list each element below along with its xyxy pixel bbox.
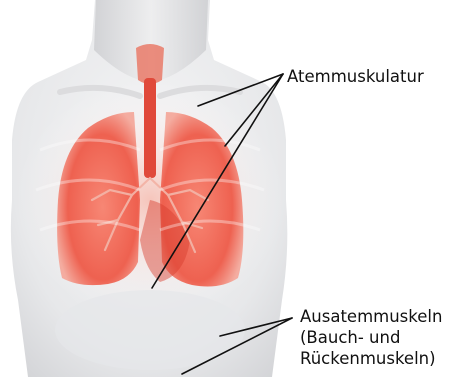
trachea bbox=[144, 78, 156, 178]
label-expiratory-muscles-line2: (Bauch- und bbox=[300, 327, 442, 348]
label-breathing-muscles: Atemmuskulatur bbox=[287, 66, 424, 87]
label-expiratory-muscles-line1: Ausatemmuskeln bbox=[300, 306, 442, 327]
abdomen-shading bbox=[55, 290, 245, 370]
label-expiratory-muscles: Ausatemmuskeln (Bauch- und Rückenmuskeln… bbox=[300, 306, 442, 369]
label-expiratory-muscles-line3: Rückenmuskeln) bbox=[300, 348, 442, 369]
